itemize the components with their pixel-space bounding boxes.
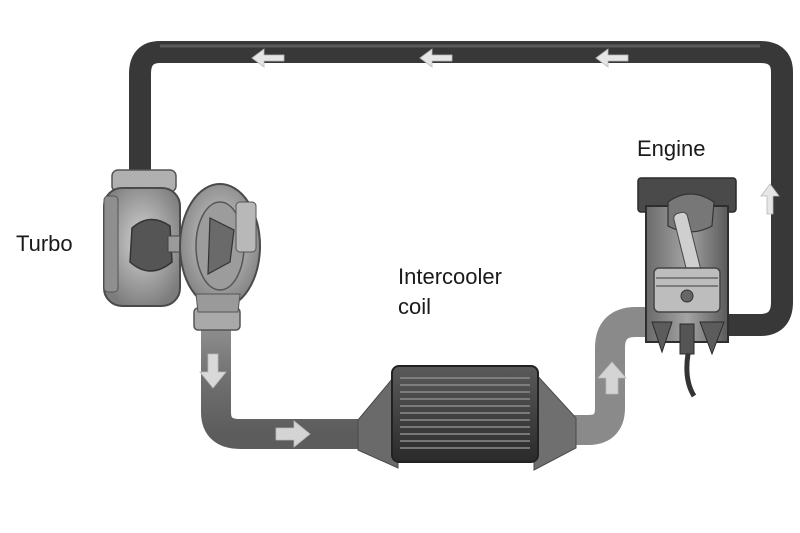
flow-arrow-top-1 [251,48,285,68]
engine-valve-right [699,321,725,356]
flow-arrow-down [199,353,227,389]
intercooler-core [391,365,539,463]
intercooler-label-line2: coil [398,294,432,319]
flow-arrow-riser-up [597,361,627,395]
flow-arrow-top-3 [595,48,629,68]
engine-label: Engine [637,136,706,161]
exhaust-pipe [129,41,793,336]
turbocharger [103,169,261,313]
turbo-compressor-wheel [207,217,235,276]
intercooler-inlet-tank [357,370,399,469]
engine-crank [667,193,715,233]
flow-arrows [199,48,780,448]
flow-arrow-bottom-right [275,420,311,448]
intercooler-label-line1: Intercooler [398,264,502,289]
intercooler-outlet-tank [533,370,577,471]
intercooler-fins [400,377,530,449]
engine-cylinder [637,177,737,398]
intake-pipe [201,328,392,449]
engine-spark-lead [684,353,697,398]
flow-arrow-right-up [760,183,780,215]
engine-valve-left [651,321,673,354]
intercooler-label: Intercooler coil [398,262,502,322]
turbo-turbine-wheel [129,218,173,272]
flow-arrow-top-2 [419,48,453,68]
turbo-label: Turbo [16,231,73,256]
